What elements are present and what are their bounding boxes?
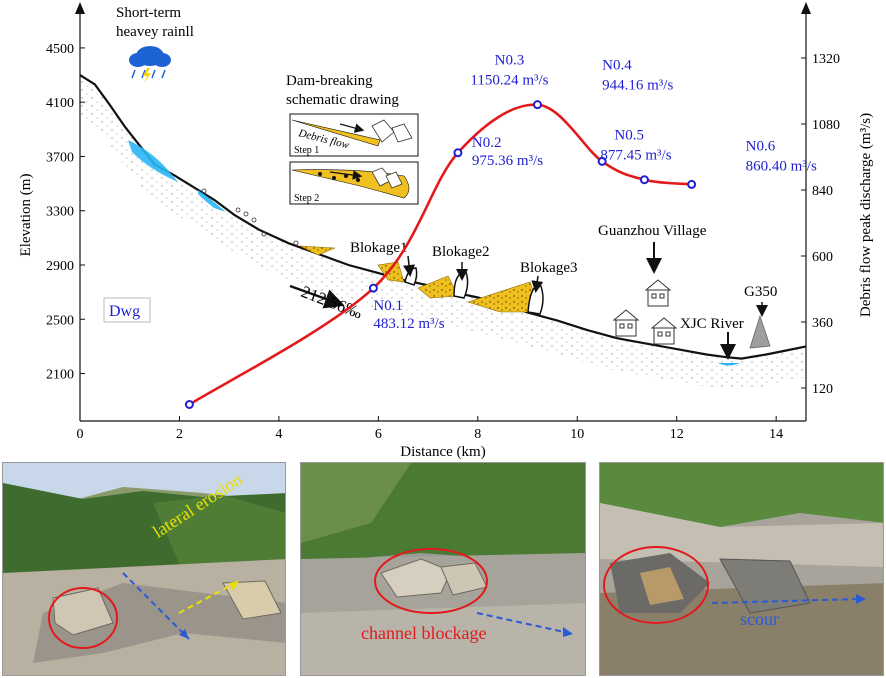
step-1-label: Step 1 [294, 145, 319, 156]
y-left-tick-label: 3700 [46, 150, 74, 165]
y-axis-left-label: Elevation (m) [18, 174, 34, 257]
x-ticks: 0 2 4 6 8 10 12 14 [77, 416, 783, 442]
photo-scour: scour [599, 462, 884, 676]
discharge-point-5 [639, 175, 649, 185]
house-icons [612, 279, 678, 345]
discharge-point-1 [368, 283, 378, 293]
photo-channel-blockage: channel blockage [300, 462, 586, 676]
photo-lateral-erosion-image [3, 463, 285, 675]
y-right-tick-label: 600 [812, 250, 833, 265]
house-icon [650, 317, 678, 345]
road-label: G350 [744, 284, 777, 300]
rain-title-line-1: Short-term [116, 5, 181, 21]
step-2-label: Step 2 [294, 193, 319, 204]
village-label: Guanzhou Village [598, 223, 707, 239]
water-patch-1 [128, 140, 178, 182]
dam-schematic-step-1: Debris flow Step 1 [289, 113, 419, 157]
y-left-tick-label: 2900 [46, 259, 74, 274]
x-tick-label: 12 [670, 427, 684, 442]
y-right-tick-label: 840 [812, 184, 833, 199]
photo-scour-image [600, 463, 883, 675]
main-figure: 0 2 4 6 8 10 12 14 2100 2500 2900 3300 3700 4100 4500… [18, 2, 874, 460]
rain-cloud-icon [129, 46, 171, 83]
discharge-point-label: N0.5 [614, 128, 644, 144]
x-tick-label: 0 [77, 427, 84, 442]
y-right-tick-label: 360 [812, 316, 833, 331]
x-tick-label: 4 [275, 427, 282, 442]
rain-title-line-2: heavey rainll [116, 24, 194, 40]
discharge-point-label: N0.4 [602, 57, 632, 73]
x-tick-label: 2 [176, 427, 183, 442]
discharge-point-value: 483.12 m³/s [373, 316, 444, 332]
blockage-1-arrow [403, 255, 415, 277]
y-axis-right-arrow [801, 2, 811, 14]
photo-label-channel-blockage: channel blockage [361, 623, 487, 643]
axes: 0 2 4 6 8 10 12 14 2100 2500 2900 3300 3700 4100 4500… [18, 2, 874, 460]
debris-deposits [299, 245, 541, 313]
dam-1 [404, 267, 418, 286]
discharge-point-label: N0.6 [746, 138, 776, 154]
slope-boulders [201, 188, 299, 246]
y-axis-left-arrow [75, 2, 85, 14]
gradient-arrow [289, 284, 345, 309]
y-left-tick-label: 4100 [46, 96, 74, 111]
photo-lateral-erosion: lateral erosion [2, 462, 286, 676]
x-axis-label: Distance (km) [400, 444, 485, 460]
y-ticks-right: 120 360 600 840 1080 1320 [801, 52, 840, 397]
discharge-point-value: 860.40 m³/s [746, 158, 817, 174]
discharge-point-4 [597, 156, 607, 166]
dam-schematic-step-2: Step 2 [289, 161, 419, 205]
blockage-2-label: Blokage2 [432, 244, 490, 260]
road-mountain-icon [749, 314, 771, 349]
dam-schematic-title-line-1: Dam-breaking [286, 73, 373, 89]
x-tick-label: 6 [375, 427, 382, 442]
x-tick-label: 8 [474, 427, 481, 442]
dwg-box [103, 297, 151, 323]
discharge-point-label: N0.1 [373, 298, 403, 314]
y-right-tick-label: 120 [812, 382, 833, 397]
y-left-tick-label: 2500 [46, 313, 74, 328]
discharge-point-2 [453, 148, 463, 158]
y-left-tick-label: 3300 [46, 205, 74, 220]
y-right-tick-label: 1080 [812, 118, 840, 133]
photo-channel-blockage-image [301, 463, 585, 675]
y-left-tick-label: 2100 [46, 368, 74, 383]
discharge-point-value: 944.16 m³/s [602, 77, 673, 93]
blockage-3-arrow [531, 275, 544, 293]
x-tick-label: 10 [570, 427, 584, 442]
discharge-point-value: 877.45 m³/s [600, 148, 671, 164]
y-left-tick-label: 4500 [46, 42, 74, 57]
dam-2 [453, 271, 469, 299]
discharge-point-0 [184, 400, 194, 409]
y-ticks-left: 2100 2500 2900 3300 3700 4100 4500 [46, 42, 85, 383]
discharge-point-value: 1150.24 m³/s [470, 73, 548, 89]
dam-schematic-title-line-2: schematic drawing [286, 92, 399, 108]
dwg-label: Dwg [109, 303, 140, 320]
discharge-point-6 [687, 179, 697, 189]
discharge-curve [188, 103, 692, 406]
debris-deposit-0 [299, 245, 336, 256]
river-label: XJC River [680, 316, 744, 332]
water-patch-2 [198, 190, 226, 212]
house-icon [612, 309, 640, 337]
discharge-point-label: N0.2 [472, 135, 502, 151]
y-right-tick-label: 1320 [812, 52, 840, 67]
discharge-point-label: N0.3 [495, 53, 525, 69]
house-icon [644, 279, 672, 307]
photo-label-scour: scour [740, 609, 779, 629]
river-water [718, 363, 740, 366]
discharge-points: N0.1 483.12 m³/s N0.2 975.36 m³/s N0.3 1150.2… [184, 53, 817, 409]
x-tick-label: 14 [769, 427, 783, 442]
blockage-3-label: Blokage3 [520, 260, 578, 276]
discharge-point-value: 975.36 m³/s [472, 153, 543, 169]
discharge-point-3 [532, 100, 542, 110]
y-axis-right-label: Debris flow peak discharge (m³/s) [858, 113, 874, 317]
blockage-1-label: Blokage1 [350, 240, 408, 256]
